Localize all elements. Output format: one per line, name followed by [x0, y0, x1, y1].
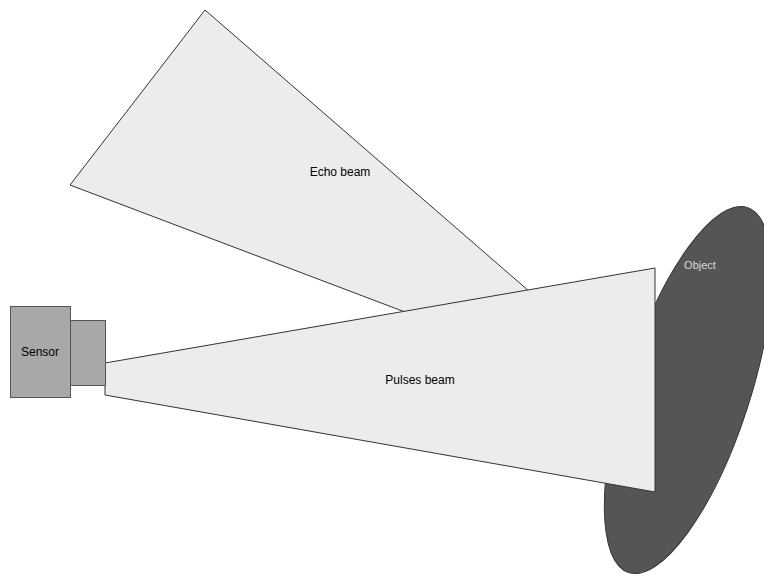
sensor-box: Sensor: [10, 306, 105, 398]
shape-label: Pulses beam: [385, 373, 454, 387]
echo-beam-outline: [70, 10, 530, 312]
pulses-beam-outline: [105, 268, 655, 492]
shape-label: Object: [684, 259, 716, 272]
echo-beam: Echo beam: [70, 10, 530, 312]
shape-label: Echo beam: [310, 165, 371, 179]
pulses-beam: Pulses beam: [105, 268, 655, 492]
shape-label: Sensor: [21, 345, 59, 359]
